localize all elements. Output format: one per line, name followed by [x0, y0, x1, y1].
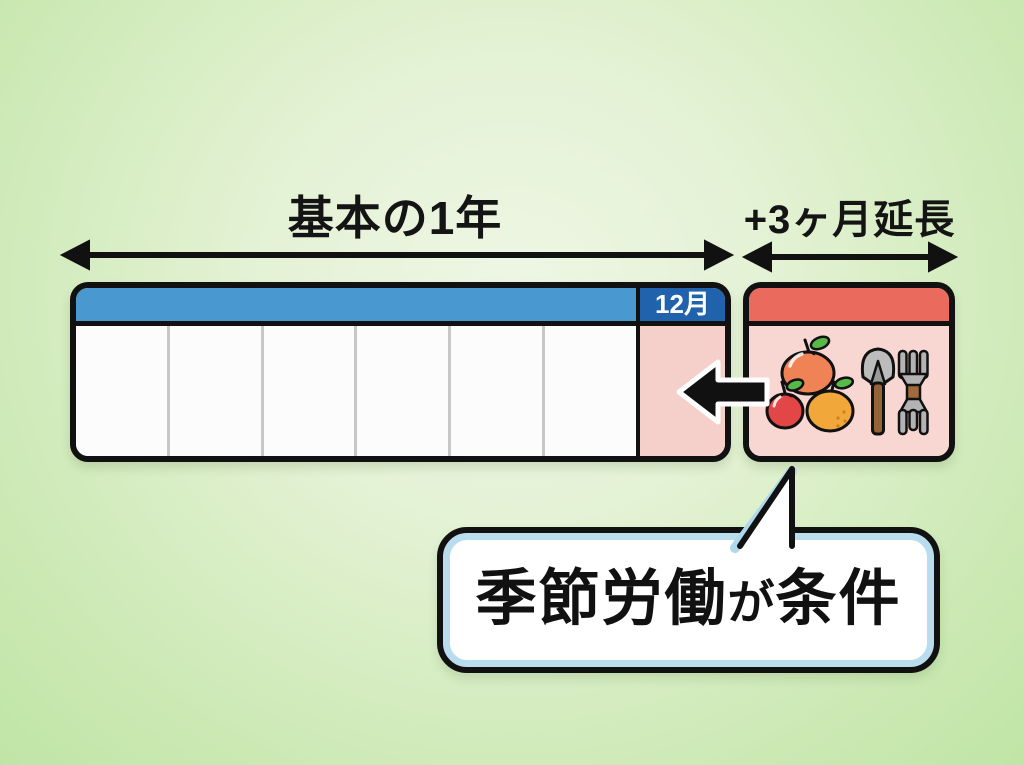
extension-box — [743, 282, 955, 462]
bubble-text-main: 季節労働 — [475, 564, 728, 632]
extension-body — [749, 326, 949, 456]
month-cell — [357, 326, 452, 456]
month-cell — [451, 326, 546, 456]
year-calendar-bar: 12月 — [70, 282, 731, 462]
orange-icon — [805, 376, 855, 433]
month-cell — [76, 326, 170, 456]
month-cells-row — [76, 326, 636, 456]
bubble-text-suffix: 条件 — [775, 564, 902, 632]
garden-fork-icon — [897, 349, 929, 436]
peach-icon — [780, 335, 836, 396]
december-body — [640, 326, 725, 456]
extension-span-arrow-icon — [741, 241, 959, 273]
trowel-icon — [860, 347, 896, 436]
extension-header — [749, 288, 949, 326]
calendar-months-column — [76, 288, 636, 456]
calendar-header — [76, 288, 636, 326]
speech-bubble: 季節労働が条件 — [437, 527, 940, 673]
month-cell — [545, 326, 636, 456]
basic-year-label: 基本の1年 — [287, 192, 503, 244]
december-cell: 12月 — [636, 288, 725, 456]
extension-label: +3ヶ月延長 — [743, 198, 956, 242]
december-header: 12月 — [640, 288, 725, 326]
bubble-text-particle: が — [727, 576, 776, 629]
month-cell — [169, 326, 264, 456]
month-cell — [263, 326, 358, 456]
seasonal-work-icons — [765, 335, 929, 436]
